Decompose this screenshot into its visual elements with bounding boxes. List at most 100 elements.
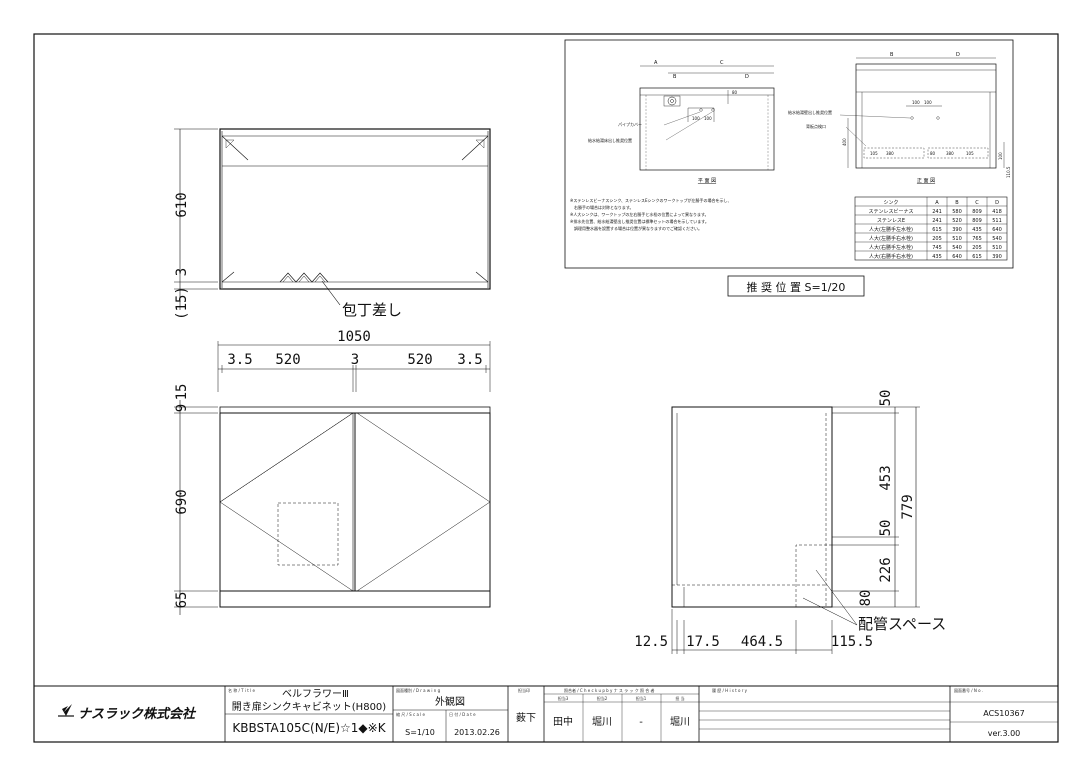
checker-name: 堀川 [670,716,690,728]
inset-dim-380b: 380 [946,151,954,156]
date-label: 日 付 / D a t e [449,711,476,717]
inset-dim-100c: 100 [912,100,920,105]
company-logo: ナスラック株式会社 [58,704,197,722]
scale-label: 縮 尺 / S c a l e [396,711,426,717]
dim-side-226: 226 [878,557,894,582]
note-line-5: 調理用整水器を設置する場合は位置が異なりますのでご確認ください。 [570,225,702,231]
table-cell: 435 [972,227,982,233]
table-cell: 615 [932,227,942,233]
inset-letter-d: D [745,74,749,80]
dim-bottom-115-5: 115.5 [831,634,873,650]
designer-name: 薮下 [516,712,536,724]
dim-9: 9 [174,404,190,412]
inset-elevation-label: 正 面 図 [917,178,935,184]
inset-label-floor-supply: 給水給湯床出し推奨位置 [588,137,632,143]
drawing-number: ACS10367 [983,709,1024,718]
check-col: 担当1 [636,695,647,701]
front-door-view: 9 15 690 65 [174,384,491,615]
inset-dim-110-5: 110.5 [1006,166,1011,178]
inset-dim-100e: 100 [998,152,1003,160]
table-cell: 418 [992,209,1002,215]
drawing-type: 外観図 [435,695,465,708]
inset-label-pipe-cover: パイプカバー [618,121,642,127]
inset-elevation-view: B D 100 100 105 380 80 380 105 400 100 1… [788,52,1011,184]
table-cell: 241 [932,218,942,224]
table-cell: 615 [972,254,982,260]
access-panel-outline [277,502,339,566]
dim-part-3: 3 [351,352,359,368]
checker-name: 堀川 [592,716,612,728]
inset-letter-b: B [673,74,677,80]
dim-side-453: 453 [878,465,894,490]
inset-letter-d2: D [956,52,960,58]
table-cell: 人大(右勝手左水栓) [869,244,913,251]
table-cell: 390 [952,227,962,233]
recommend-label: 推 奨 位 置 S=1/20 [747,280,846,294]
table-cell: 人大(右勝手右水栓) [869,253,913,260]
dim-15b: 15 [174,384,190,401]
dim-bottom-464-5: 464.5 [741,634,783,650]
designer-label: 担当印 [518,687,530,693]
dim-3: 3 [174,268,190,276]
table-header-a: A [935,200,939,206]
table-cell: 241 [932,209,942,215]
dim-side-80: 80 [858,590,874,607]
name-label: 名 称 / T i t l e [228,687,255,693]
dim-side-50a: 50 [878,390,894,407]
check-col: 担当3 [558,695,569,701]
sheet-border [33,33,1059,743]
check-col: 担 当 [675,695,684,701]
table-header-d: D [995,200,999,206]
item-name: 開き扉シンクキャビネット(H800) [232,700,387,713]
inset-dim-105a: 105 [870,151,878,156]
series-name: ベルフラワーⅢ [282,688,349,700]
table-cell: 511 [992,218,1002,224]
table-cell: ステンレスE [877,218,905,224]
note-line-1: ※ステンレスビーナスシンク、ステンレスEシンクのワークトップが左勝手の場合を示し… [570,197,732,203]
table-cell: 540 [952,245,962,251]
title-block: ナスラック株式会社 名 称 / T i t l e ベルフラワーⅢ 開き扉シンク… [34,685,1058,742]
inset-frame [564,39,1014,269]
cabinet-top-outline [219,128,491,290]
inset-dim-100b: 100 [704,116,712,121]
dim-part-1: 3.5 [227,352,252,368]
inset-dim-100d: 100 [924,100,932,105]
table-cell: 人大(左勝手右水栓) [869,235,913,242]
knife-label: 包丁差し [342,301,402,319]
dim-bottom-17-5: 17.5 [686,634,720,650]
inset-letter-b2: B [890,52,894,58]
version: ver.3.00 [988,729,1021,738]
side-view: 配管スペース 50 453 50 226 80 779 12.5 17.5 46… [634,390,946,654]
checker-name: - [639,717,643,728]
inset-plan-label: 平 面 図 [698,178,716,184]
dim-side-779: 779 [900,494,916,519]
table-cell: 510 [952,236,962,242]
dim-15: (15) [174,286,190,320]
check-label: 照合者 / C h e c k u p b y ナ ス ラ ッ ク 照 合 者 [564,687,655,693]
dim-side-50b: 50 [878,520,894,537]
model-number: KBBSTA105C(N/E)☆1◆※K [232,721,386,735]
note-line-2: 右勝手の場合は対称となります。 [570,204,633,210]
table-cell: 640 [992,227,1002,233]
recommended-position-inset: A B C D 80 100 100 パイプカバー 給水給湯床出し推奨位置 平 … [564,39,1014,269]
worktop-edge [219,406,491,414]
checker-name: 田中 [553,715,573,728]
knife-holder [279,272,329,283]
inset-label-back-panel: 背板点検口 [806,123,826,129]
inset-label-wall-supply: 給水給湯壁出し推奨位置 [788,109,832,115]
dim-part-4: 520 [407,352,432,368]
inset-plan-view: A B C D 80 100 100 パイプカバー 給水給湯床出し推奨位置 平 … [588,60,775,184]
table-cell: 390 [992,254,1002,260]
inset-letter-a: A [654,60,658,66]
table-cell: 809 [972,218,982,224]
pipe-space-label: 配管スペース [858,615,946,633]
table-header-sink: シンク [883,200,898,206]
inset-notes: ※ステンレスビーナスシンク、ステンレスEシンクのワークトップが左勝手の場合を示し… [570,197,732,231]
left-door [219,412,356,592]
note-line-3: ※人大シンクは、ワークトップの左右勝手と水栓の位置によって異なります。 [570,211,709,217]
dim-part-5: 3.5 [457,352,482,368]
sink-dimension-table: シンク A B C D ステンレスビーナス 241 580 809 418 ステ… [854,196,1008,261]
dim-690: 690 [174,489,190,514]
table-cell: 765 [972,236,982,242]
